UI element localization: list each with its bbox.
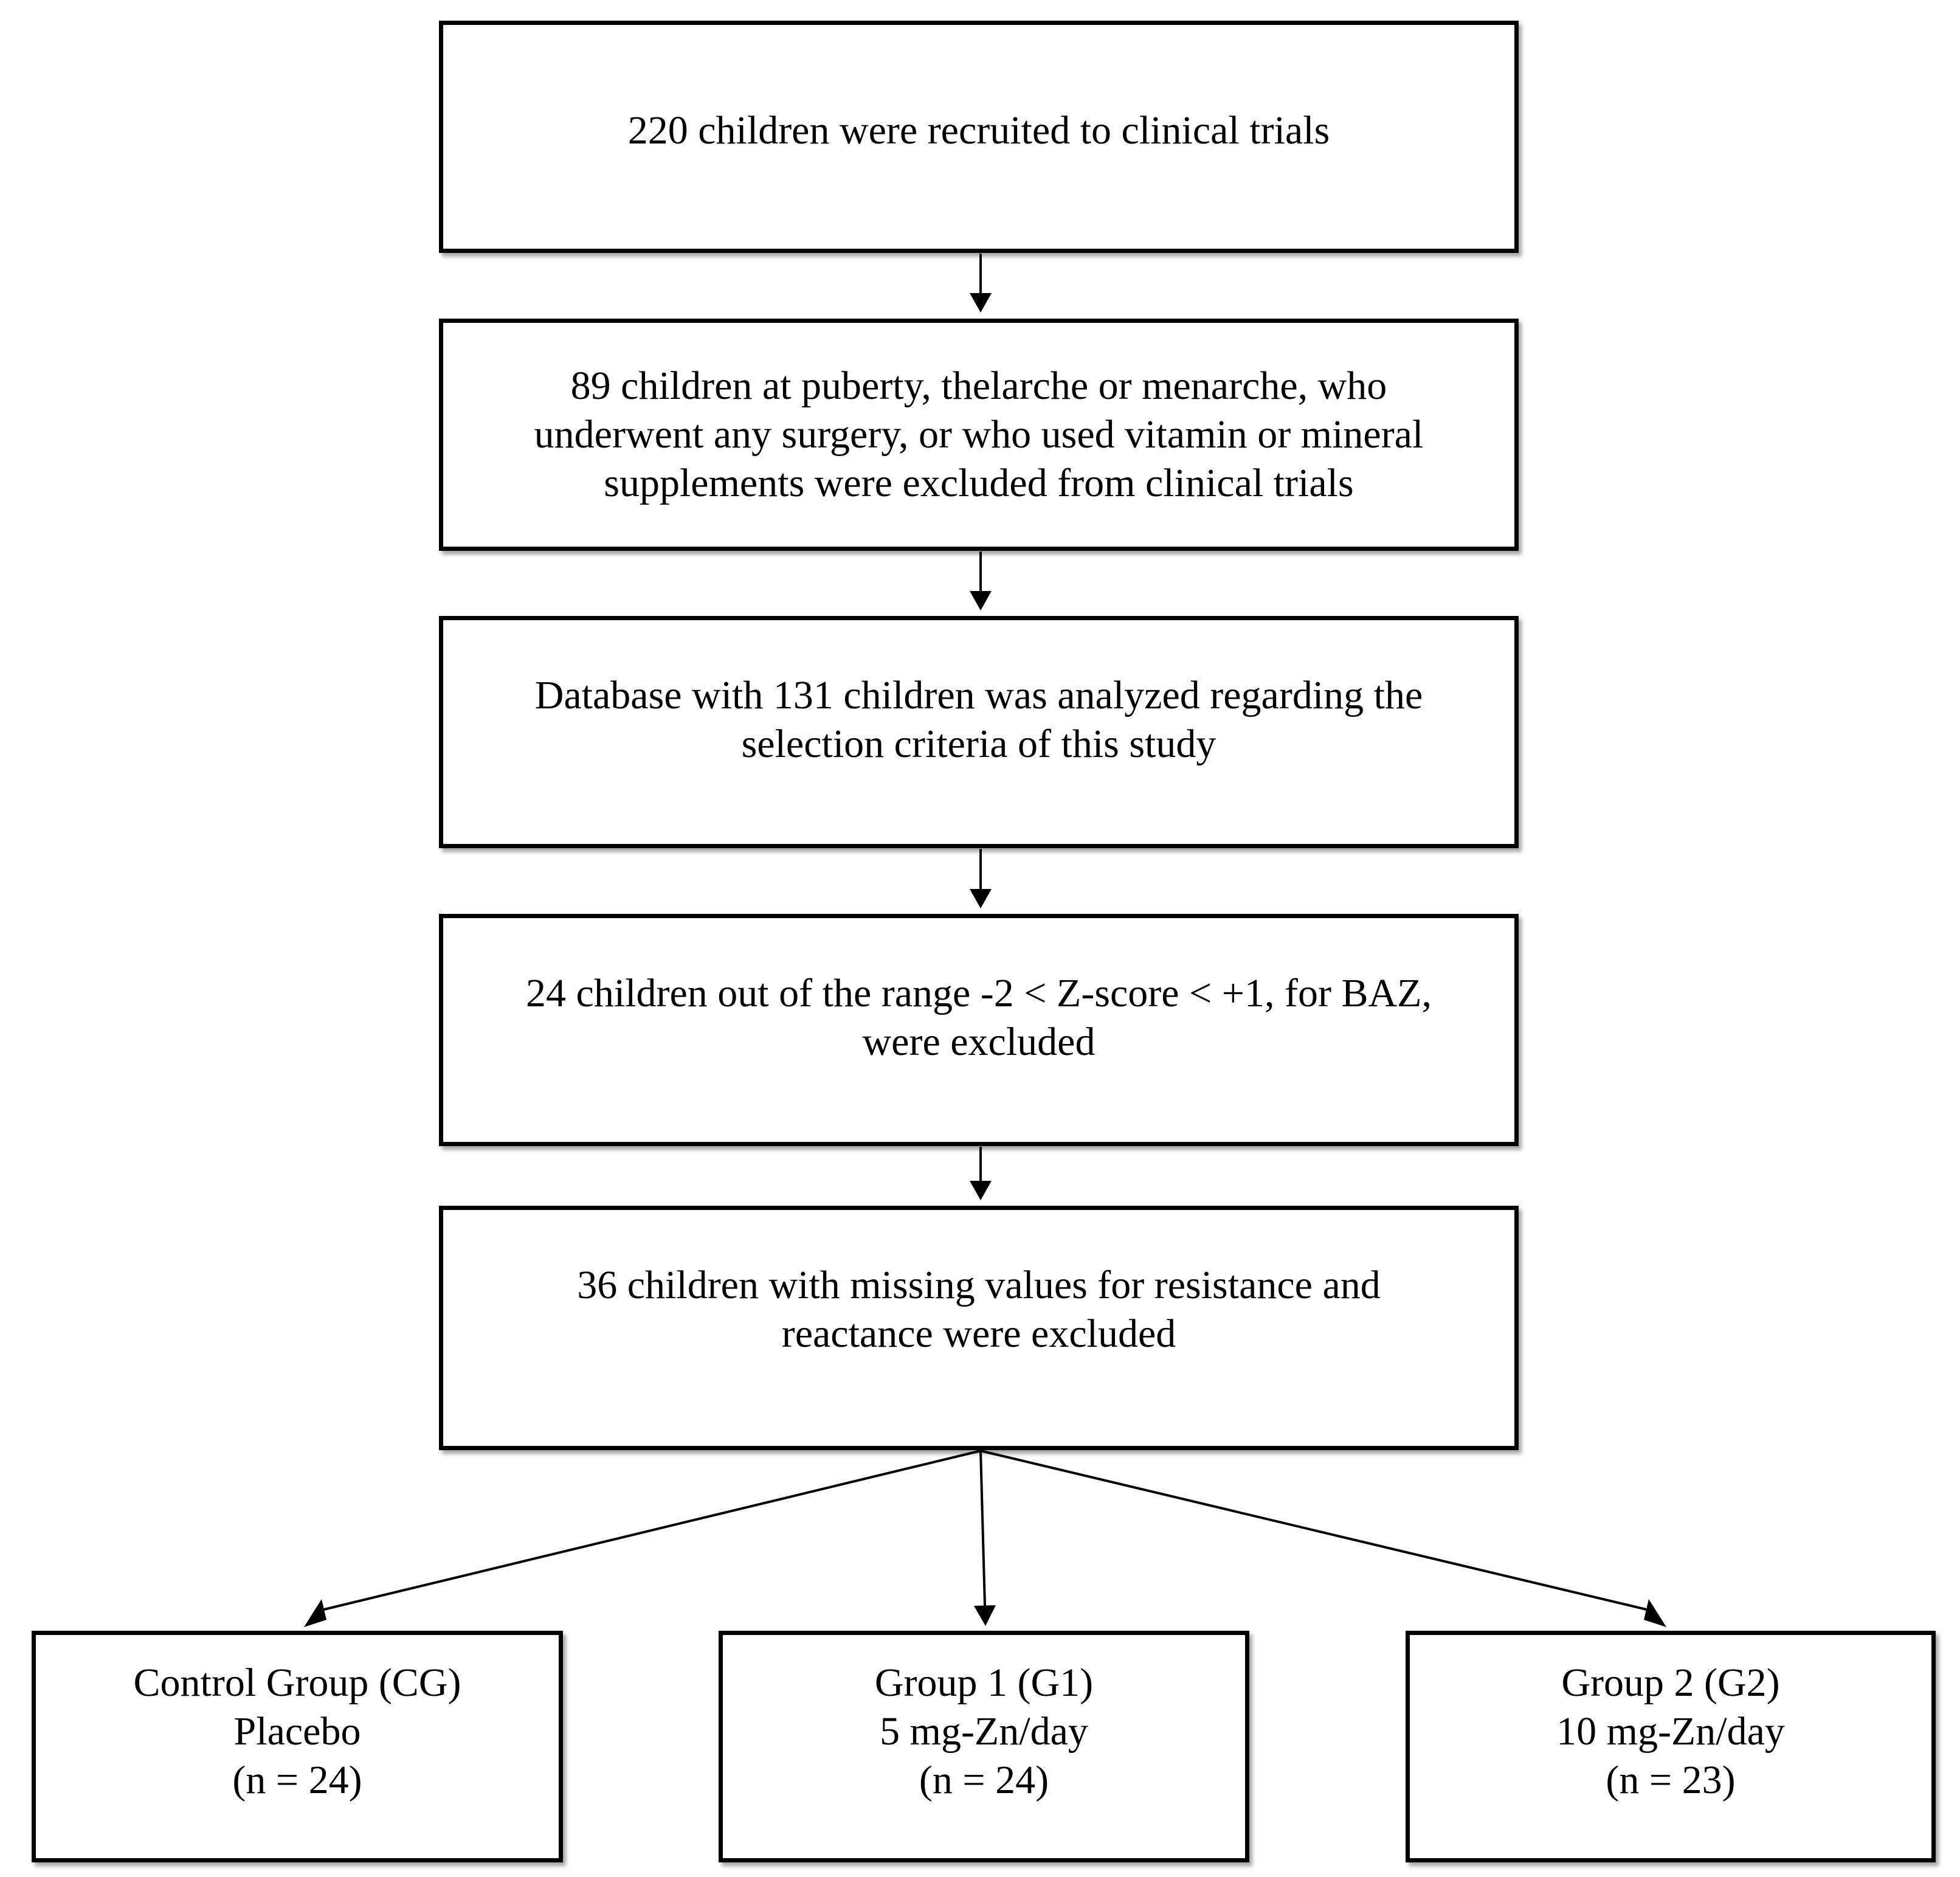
group-n-g1: (n = 24) (919, 1757, 1049, 1802)
step-box-excluded-missing-values: 36 children with missing values for resi… (439, 1206, 1519, 1450)
group-box-g2: Group 2 (G2) 10 mg-Zn/day (n = 23) (1406, 1631, 1936, 1862)
group-n-control: (n = 24) (232, 1757, 362, 1802)
group-name-control: Control Group (CG) (133, 1660, 461, 1705)
group-dose-g2: 10 mg-Zn/day (1556, 1709, 1785, 1754)
group-name-g1: Group 1 (G1) (874, 1660, 1094, 1705)
arrow-to-group2 (980, 1450, 1647, 1611)
arrow-to-control-group (323, 1450, 981, 1611)
arrowhead-step3 (970, 591, 992, 610)
step-text-recruited: 220 children were recruited to clinical … (627, 108, 1330, 153)
step-text-excluded-puberty: 89 children at puberty, thelarche or men… (534, 364, 1424, 505)
arrowhead-group2 (1644, 1599, 1666, 1627)
step-text-excluded-baz: 24 children out of the range -2 < Z-scor… (526, 971, 1432, 1064)
step-box-excluded-baz: 24 children out of the range -2 < Z-scor… (439, 914, 1519, 1146)
arrowhead-step4 (970, 889, 992, 908)
arrowhead-step5 (970, 1181, 992, 1200)
arrowhead-group1 (974, 1605, 996, 1626)
step-text-database-analyzed: Database with 131 children was analyzed … (534, 673, 1423, 766)
group-dose-control: Placebo (233, 1709, 361, 1754)
group-dose-g1: 5 mg-Zn/day (880, 1709, 1088, 1754)
arrowhead-control-group (304, 1599, 326, 1627)
group-name-g2: Group 2 (G2) (1561, 1660, 1780, 1705)
group-n-g2: (n = 23) (1606, 1757, 1736, 1802)
step-box-recruited: 220 children were recruited to clinical … (439, 21, 1519, 253)
arrowhead-step2 (970, 293, 992, 313)
group-box-control: Control Group (CG) Placebo (n = 24) (32, 1631, 563, 1862)
step-text-excluded-missing-values: 36 children with missing values for resi… (577, 1263, 1381, 1356)
arrow-to-group1 (979, 1450, 986, 1606)
group-box-g1: Group 1 (G1) 5 mg-Zn/day (n = 24) (719, 1631, 1249, 1862)
step-box-database-analyzed: Database with 131 children was analyzed … (439, 616, 1519, 848)
step-box-excluded-puberty: 89 children at puberty, thelarche or men… (439, 319, 1519, 551)
